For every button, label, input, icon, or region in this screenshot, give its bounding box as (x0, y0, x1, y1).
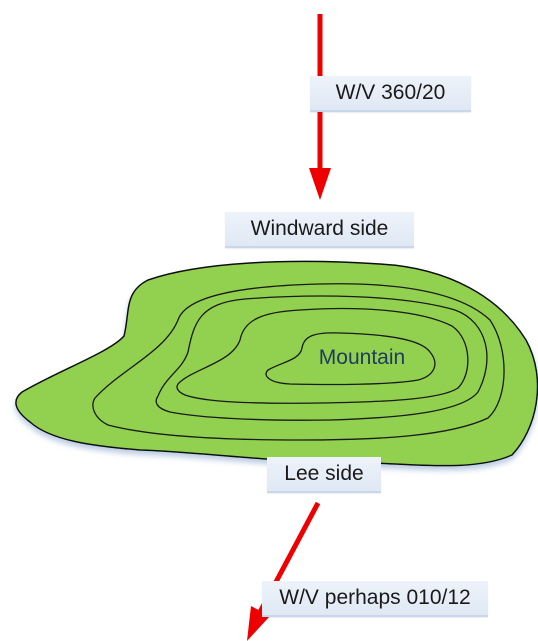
contour-line-1 (92, 283, 505, 441)
wind-arrow-bottom (247, 501, 321, 641)
contour-line-4 (265, 332, 436, 386)
wind-velocity-label-bottom: W/V perhaps 010/12 (262, 581, 488, 617)
windward-side-label: Windward side (225, 212, 414, 248)
contour-line-3 (176, 307, 469, 404)
lee-side-label: Lee side (267, 457, 381, 493)
wind-velocity-label-top: W/V 360/20 (310, 76, 471, 112)
mountain-label: Mountain (318, 346, 406, 369)
contour-line-2 (155, 295, 488, 421)
terrain-outline (15, 260, 538, 467)
